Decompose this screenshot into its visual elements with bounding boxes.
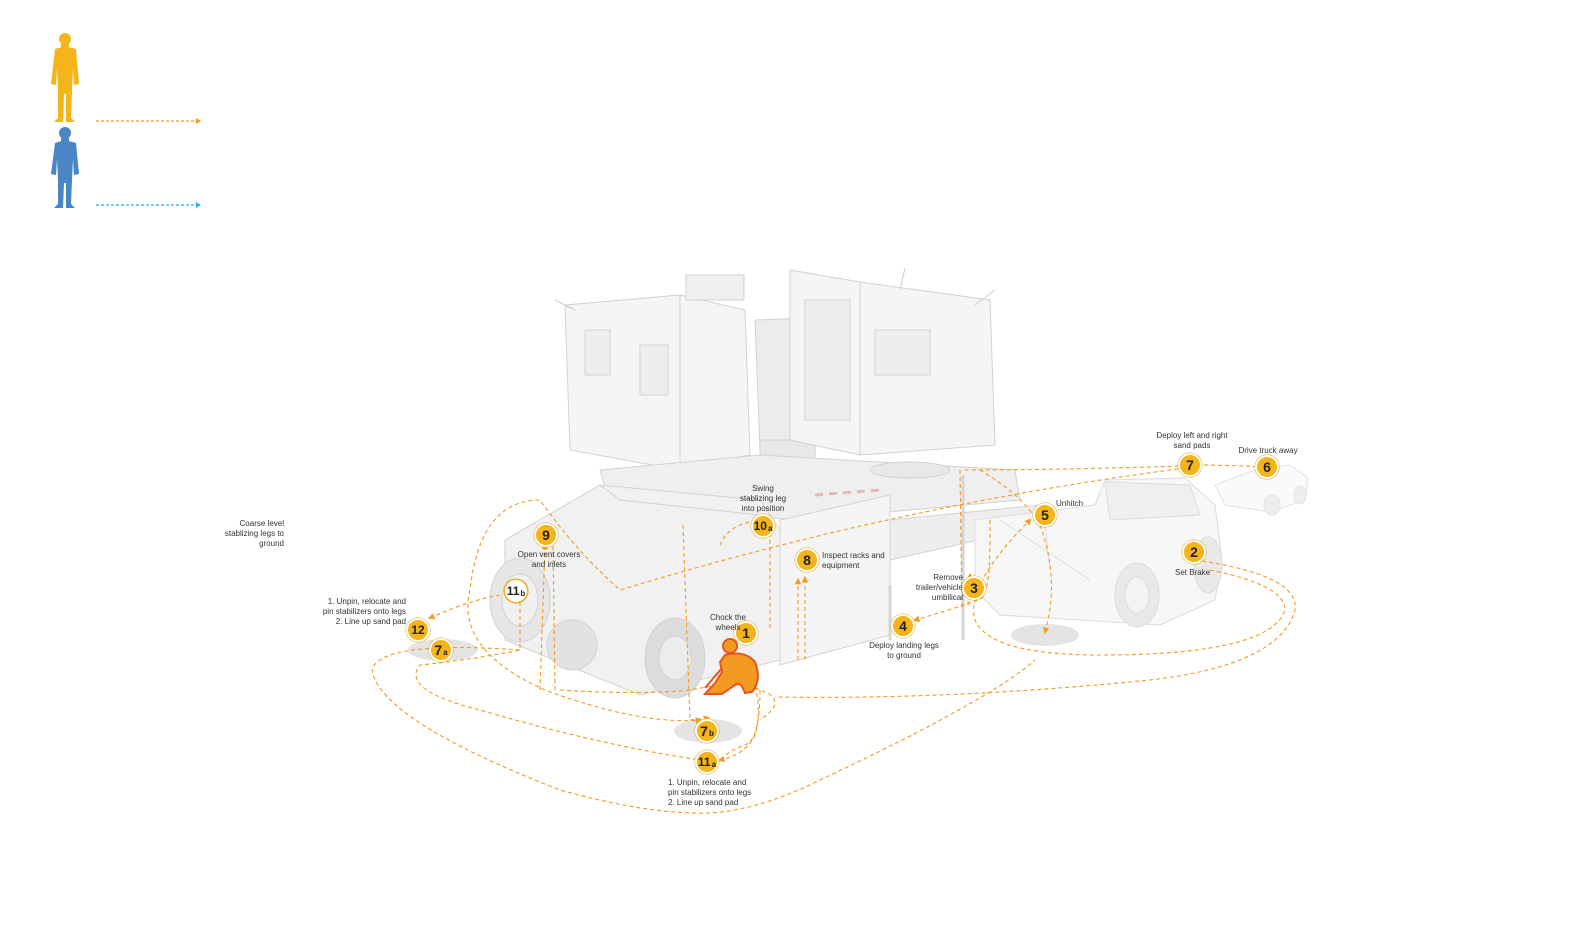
step-sub: b bbox=[708, 729, 714, 738]
dashed-path-blue bbox=[96, 202, 201, 208]
step-badge-12: 12 bbox=[406, 618, 430, 642]
radar-trailer bbox=[489, 267, 1046, 699]
step-sub: a bbox=[443, 648, 448, 657]
step-label-12: 1. Unpin, relocate and pin stabilizers o… bbox=[322, 597, 406, 626]
step-badge-6: 6 bbox=[1255, 455, 1279, 479]
person-silhouette-blue-icon bbox=[51, 127, 79, 208]
step-label-8: Inspect racks and equipment bbox=[822, 551, 885, 570]
step-number: 2 bbox=[1190, 544, 1198, 560]
step-label-10a: Swing stablizing leg into position bbox=[739, 484, 787, 513]
step-number: 5 bbox=[1041, 507, 1049, 523]
kneeling-worker-icon bbox=[702, 638, 759, 695]
step-badge-5: 5 bbox=[1033, 503, 1057, 527]
dashed-path-orange bbox=[96, 118, 201, 124]
step-badge-7: 7 bbox=[1178, 453, 1202, 477]
step-sub: b bbox=[520, 589, 526, 598]
step-label-3: Remove trailer/vehicle umbilical bbox=[915, 573, 963, 602]
step-number: 6 bbox=[1263, 459, 1271, 475]
step-label-9: Open vent covers and inlets bbox=[517, 550, 581, 569]
step-number: 12 bbox=[411, 623, 425, 637]
person-silhouette-yellow-icon bbox=[51, 33, 79, 122]
step-number: 8 bbox=[803, 552, 811, 568]
step-label-6: Drive truck away bbox=[1238, 446, 1298, 455]
step-badge-3: 3 bbox=[962, 576, 986, 600]
step-number: 7 bbox=[434, 642, 443, 658]
step-number: 7 bbox=[700, 723, 708, 739]
step-number: 3 bbox=[970, 580, 978, 596]
step-number: 11 bbox=[697, 755, 711, 769]
step-badge-8: 8 bbox=[795, 548, 819, 572]
step-badge-4: 4 bbox=[891, 614, 915, 638]
step-number: 1 bbox=[742, 625, 750, 641]
step-label-2: Set Brake bbox=[1175, 568, 1211, 577]
step-number: 4 bbox=[899, 618, 907, 634]
step-badge-1: 1 bbox=[734, 621, 758, 645]
step-badge-2: 2 bbox=[1182, 540, 1206, 564]
walk-paths-orange bbox=[371, 464, 1296, 814]
truck-driven-away bbox=[1214, 464, 1309, 516]
step-label-1: Chock the wheels bbox=[709, 613, 747, 632]
step-badge-9: 9 bbox=[534, 523, 558, 547]
step-sub: a bbox=[767, 524, 773, 533]
step-label-5: Unhitch bbox=[1056, 499, 1084, 508]
step-number: 11 bbox=[506, 584, 520, 598]
step-number: 7 bbox=[1186, 457, 1194, 473]
step-label-4: Deploy landing legs to ground bbox=[869, 641, 939, 660]
step-sub: a bbox=[711, 760, 717, 769]
step-number: 10 bbox=[753, 519, 767, 533]
step-label-11a: 1. Unpin, relocate and pin stabilizers o… bbox=[668, 778, 752, 807]
step-label-7: Deploy left and right sand pads bbox=[1156, 431, 1228, 450]
coarse-level-note: Coarse level stablizing legs to ground bbox=[224, 519, 284, 548]
step-number: 9 bbox=[542, 527, 550, 543]
